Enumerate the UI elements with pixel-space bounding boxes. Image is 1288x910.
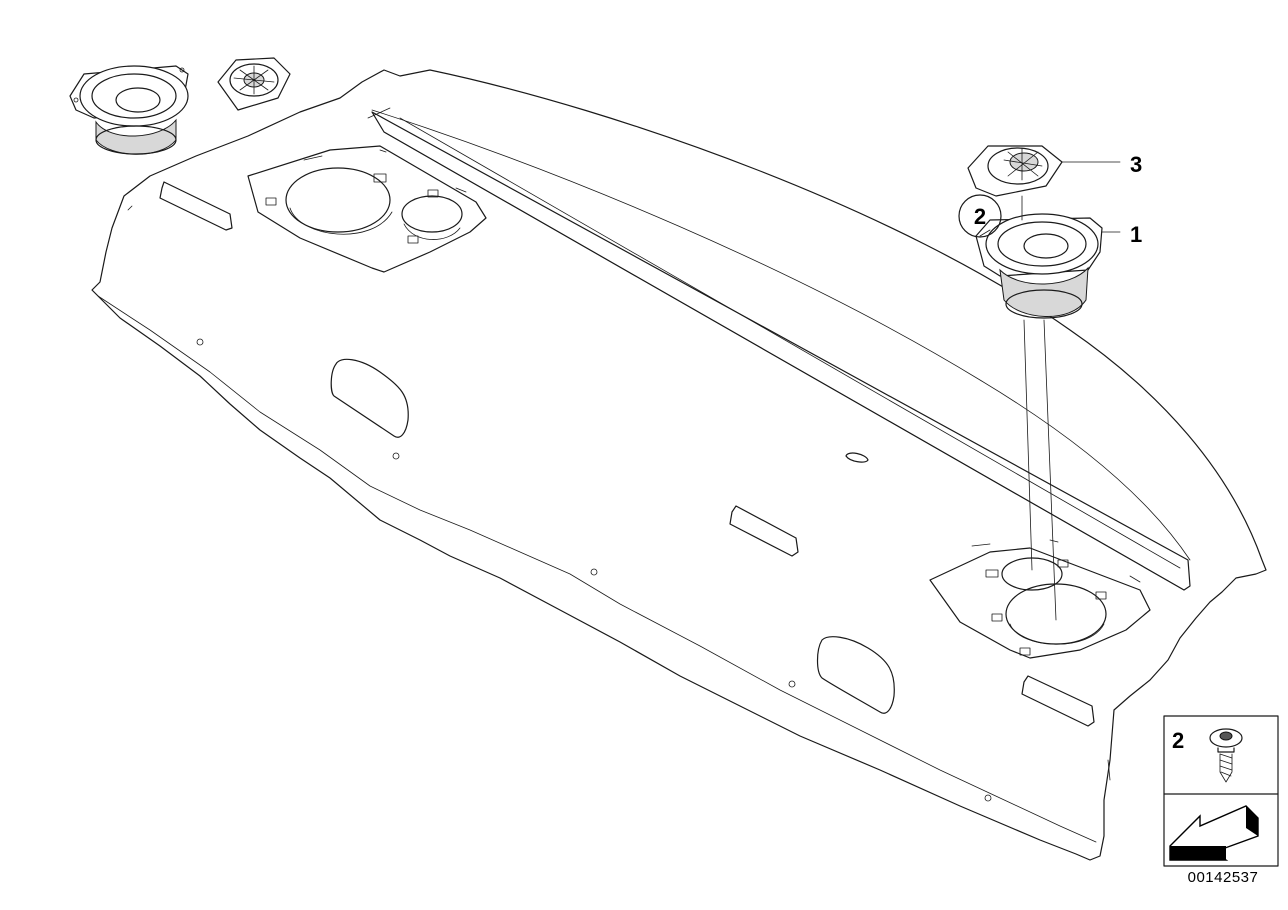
tweeter-speaker-item-3: [967, 145, 1121, 197]
callout-label-2: 2: [974, 204, 986, 229]
callout-2-circle: 2: [958, 194, 1002, 238]
tweeter-speaker-left: [217, 57, 291, 111]
callout-label-1: 1: [1130, 222, 1142, 247]
diagram-number: 00142537: [1187, 869, 1259, 886]
woofer-speaker-left: [69, 65, 189, 155]
direction-arrow-icon: [1169, 805, 1259, 861]
legend-label-2: 2: [1172, 728, 1184, 753]
installation-guide-lines: [979, 195, 1057, 621]
legend-box: 2: [1163, 715, 1279, 867]
screw-icon: [1209, 728, 1243, 783]
woofer-speaker-item-1: [975, 213, 1121, 319]
rear-parcel-shelf: [91, 69, 1267, 861]
callout-label-3: 3: [1130, 152, 1142, 177]
